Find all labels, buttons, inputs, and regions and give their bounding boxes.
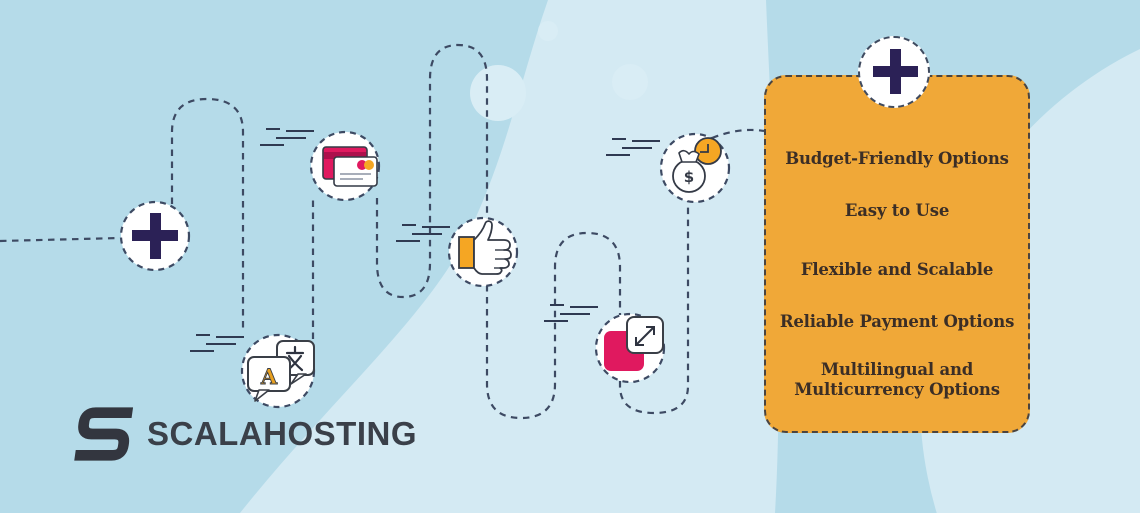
benefit-item: Flexible and Scalable xyxy=(800,259,994,279)
dollar-sign-glyph: $ xyxy=(684,168,694,186)
scalahosting-s-logo-icon xyxy=(74,407,134,461)
plus-icon xyxy=(132,213,178,259)
expand-icon xyxy=(604,316,664,371)
credit-card-icon xyxy=(322,146,378,187)
dashed-route xyxy=(0,43,765,420)
plus-icon xyxy=(873,66,918,77)
letter-a-glyph: A xyxy=(260,364,278,389)
plus-badge xyxy=(858,36,930,108)
benefit-item: Budget-Friendly Options xyxy=(785,149,1009,168)
brand-name: SCALAHOSTING xyxy=(147,415,417,452)
thumbs-up-icon xyxy=(458,220,512,275)
benefit-item: Easy to Use xyxy=(844,201,950,221)
benefit-item: Reliable Payment Options xyxy=(779,311,1015,331)
speed-lines xyxy=(190,128,660,352)
money-bag-icon: $ xyxy=(672,137,722,193)
brand-logo: SCALAHOSTING xyxy=(73,403,417,465)
benefit-item: Multilingual and Multicurrency Options xyxy=(794,360,1000,400)
translate-icon: A xyxy=(247,340,315,402)
benefits-panel: Budget-Friendly Options Easy to Use Flex… xyxy=(764,75,1030,433)
